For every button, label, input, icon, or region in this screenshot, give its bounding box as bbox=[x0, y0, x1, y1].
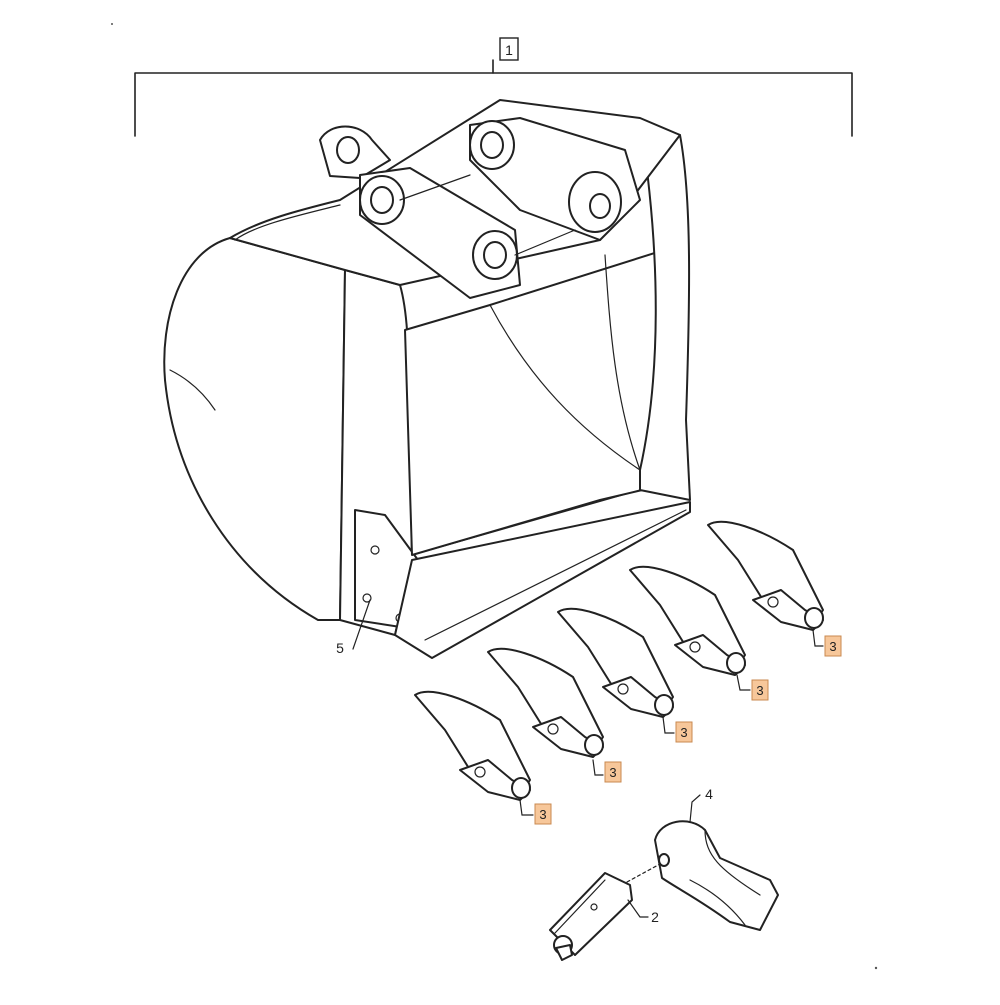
callout-5[interactable]: 5 bbox=[336, 599, 371, 656]
callout-5-label: 5 bbox=[336, 640, 344, 656]
tooth-1 bbox=[414, 690, 531, 801]
callout-1-label: 1 bbox=[505, 42, 513, 58]
callout-3-tooth-1[interactable]: 3 bbox=[519, 799, 552, 825]
callout-2[interactable]: 2 bbox=[627, 899, 659, 925]
callout-3-tooth-3[interactable]: 3 bbox=[662, 716, 693, 743]
callout-2-label: 2 bbox=[651, 909, 659, 925]
retaining-pin bbox=[549, 872, 633, 961]
callout-3-label-4: 3 bbox=[756, 683, 763, 698]
scan-speck bbox=[111, 23, 113, 25]
callout-1[interactable]: 1 bbox=[499, 37, 519, 61]
tooth-4 bbox=[629, 565, 746, 676]
tooth-2 bbox=[487, 647, 604, 758]
callout-3-label-3: 3 bbox=[680, 725, 687, 740]
bucket-body bbox=[163, 99, 691, 659]
tooth-5 bbox=[707, 520, 824, 631]
callout-3-label-1: 3 bbox=[539, 807, 546, 822]
callout-4-label: 4 bbox=[705, 786, 713, 802]
scan-speck bbox=[874, 966, 878, 970]
adapter bbox=[626, 820, 779, 931]
callout-3-tooth-2[interactable]: 3 bbox=[592, 759, 622, 783]
assembly-bracket bbox=[134, 59, 853, 137]
tooth-3 bbox=[557, 607, 674, 718]
callout-3-label-2: 3 bbox=[609, 765, 616, 780]
callout-4[interactable]: 4 bbox=[689, 786, 713, 823]
callout-3-tooth-4[interactable]: 3 bbox=[736, 674, 769, 701]
callout-3-label-5: 3 bbox=[829, 639, 836, 654]
callout-3-tooth-5[interactable]: 3 bbox=[812, 629, 842, 657]
